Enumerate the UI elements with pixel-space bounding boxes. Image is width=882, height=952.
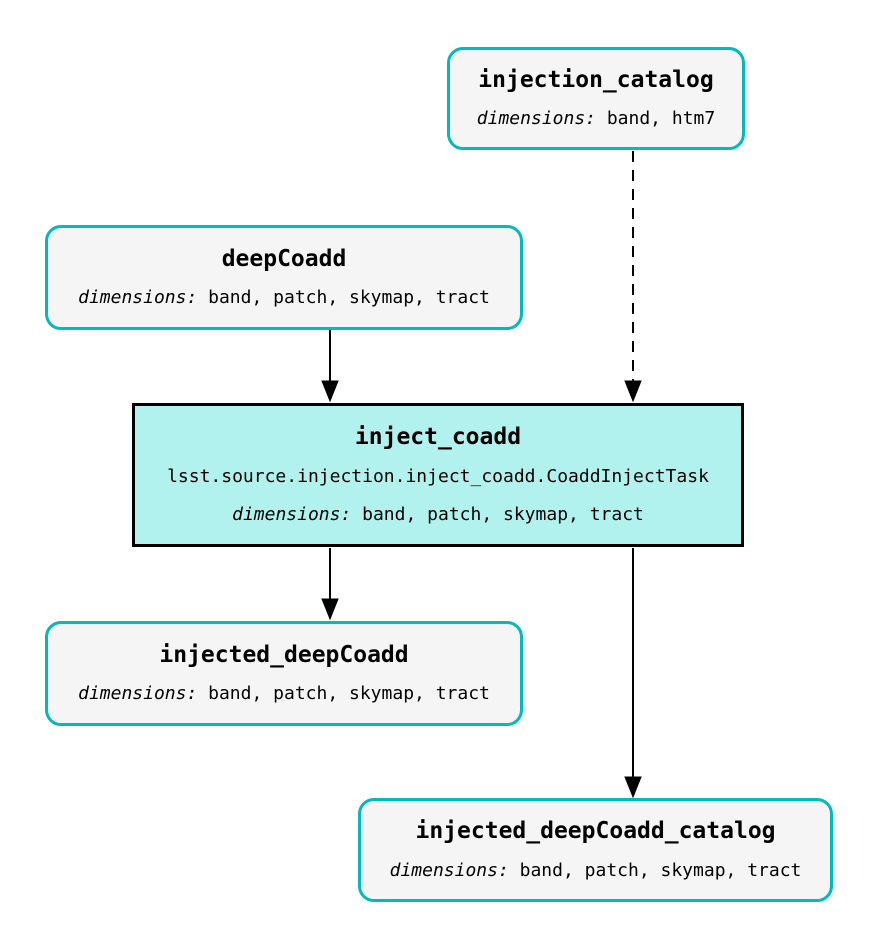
task-class-name: lsst.source.injection.inject_coadd.Coadd… xyxy=(167,466,709,488)
edge-deepCoadd-to-inject_coadd xyxy=(321,330,339,403)
edge-injection_catalog-to-inject_coadd xyxy=(624,151,642,403)
node-dimensions: dimensions: band, patch, skymap, tract xyxy=(389,859,802,881)
dimensions-value: band, patch, skymap, tract xyxy=(208,287,490,309)
node-dimensions: dimensions: band, patch, skymap, tract xyxy=(78,289,490,308)
node-title: injected_deepCoadd_catalog xyxy=(415,818,776,845)
node-title: inject_coadd xyxy=(354,424,522,451)
dimensions-label: dimensions: xyxy=(389,859,509,881)
dimensions-value: band, htm7 xyxy=(606,108,716,130)
task-node-inject_coadd: inject_coadd lsst.source.injection.injec… xyxy=(132,403,744,547)
dimensions-value: band, patch, skymap, tract xyxy=(208,683,490,705)
dimensions-label: dimensions: xyxy=(232,504,352,526)
dimensions-label: dimensions: xyxy=(78,287,198,309)
dimensions-label: dimensions: xyxy=(476,108,597,130)
node-dimensions: dimensions: band, patch, skymap, tract xyxy=(78,685,490,704)
node-dimensions: dimensions: band, htm7 xyxy=(476,108,716,130)
node-title: injection_catalog xyxy=(478,66,714,93)
dimensions-value: band, patch, skymap, tract xyxy=(362,504,644,526)
dataset-node-injection-catalog: injection_catalog dimensions: band, htm7 xyxy=(447,47,745,150)
dataset-node-injected_deepCoadd_catalog: injected_deepCoadd_catalog dimensions: ba… xyxy=(358,798,833,902)
node-title: deepCoadd xyxy=(221,245,347,272)
dimensions-label: dimensions: xyxy=(78,683,198,705)
dimensions-value: band, patch, skymap, tract xyxy=(519,859,802,881)
edge-inject_coadd-to-injected_deepCoadd xyxy=(321,548,339,621)
node-title: injected_deepCoadd xyxy=(159,641,409,668)
dataset-node-injected_deepCoadd: injected_deepCoadd dimensions: band, patc… xyxy=(45,621,523,726)
edge-inject_coadd-to-injected_deepCoadd_catalog xyxy=(624,548,642,799)
dataset-node-deepCoadd: deepCoadd dimensions: band, patch, skymap… xyxy=(45,225,523,330)
node-dimensions: dimensions: band, patch, skymap, tract xyxy=(232,504,644,526)
